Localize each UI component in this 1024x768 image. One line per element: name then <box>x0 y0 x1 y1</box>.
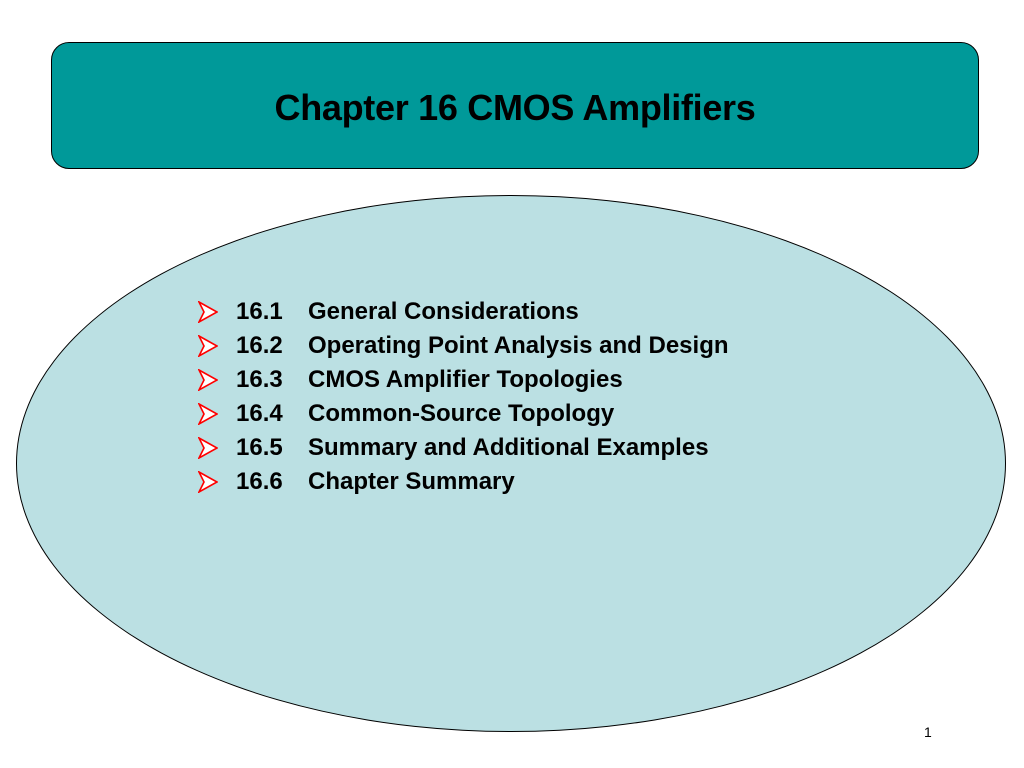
toc-item-number: 16.1 <box>236 298 283 325</box>
toc-item-number: 16.5 <box>236 434 283 461</box>
arrow-bullet-icon <box>198 403 218 425</box>
toc-item-number: 16.6 <box>236 468 283 495</box>
arrow-bullet-icon <box>198 437 218 459</box>
toc-item: 16.2 Operating Point Analysis and Design <box>198 329 729 363</box>
title-banner: Chapter 16 CMOS Amplifiers <box>51 42 979 169</box>
toc-item-label: Chapter Summary <box>308 468 515 495</box>
toc-item-label: Operating Point Analysis and Design <box>308 332 729 359</box>
toc-item: 16.1 General Considerations <box>198 295 729 329</box>
toc-item-label: Common-Source Topology <box>308 400 615 427</box>
toc-item: 16.4 Common-Source Topology <box>198 397 729 431</box>
toc-item-label: CMOS Amplifier Topologies <box>308 366 623 393</box>
arrow-bullet-icon <box>198 301 218 323</box>
toc-item: 16.6 Chapter Summary <box>198 465 729 499</box>
page-number: 1 <box>924 724 932 740</box>
table-of-contents: 16.1 General Considerations 16.2 Operati… <box>198 295 729 499</box>
toc-item-number: 16.2 <box>236 332 283 359</box>
toc-item: 16.3 CMOS Amplifier Topologies <box>198 363 729 397</box>
toc-item-number: 16.3 <box>236 366 283 393</box>
arrow-bullet-icon <box>198 335 218 357</box>
toc-item: 16.5 Summary and Additional Examples <box>198 431 729 465</box>
toc-item-label: General Considerations <box>308 298 579 325</box>
arrow-bullet-icon <box>198 471 218 493</box>
slide-title: Chapter 16 CMOS Amplifiers <box>274 86 756 128</box>
toc-item-label: Summary and Additional Examples <box>308 434 709 461</box>
toc-item-number: 16.4 <box>236 400 283 427</box>
arrow-bullet-icon <box>198 369 218 391</box>
content-ellipse <box>16 195 1006 732</box>
